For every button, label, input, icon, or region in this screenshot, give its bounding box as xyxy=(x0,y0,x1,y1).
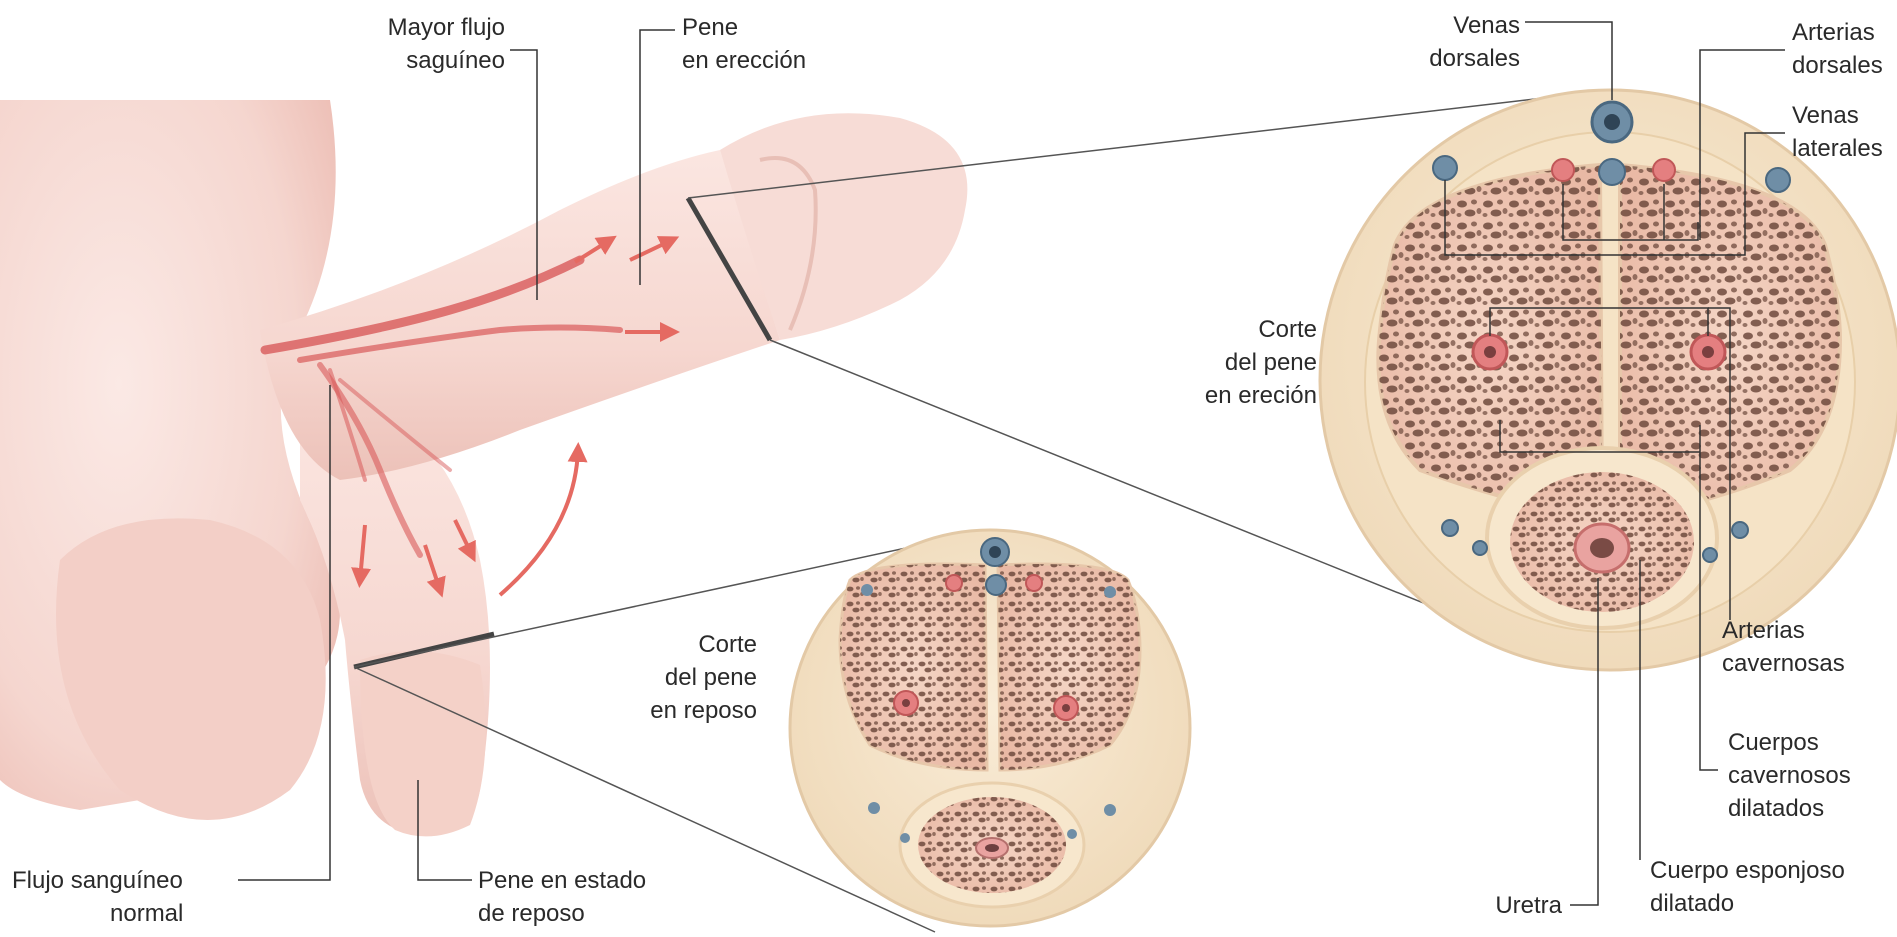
label-arterias-cavernosas-1: Arterias xyxy=(1722,617,1805,644)
label-venas-dorsales-2: dorsales xyxy=(1429,45,1520,72)
label-corte-reposo-2: del pene xyxy=(665,664,757,691)
label-mayor-flujo-2: saguíneo xyxy=(406,47,505,74)
label-cuerpos-cavernosos-3: dilatados xyxy=(1728,795,1824,822)
label-arterias-dorsales-2: dorsales xyxy=(1792,52,1883,79)
erect-penis-shape xyxy=(260,150,780,480)
label-pene-reposo-1: Pene en estado xyxy=(478,867,646,894)
label-corte-erecion-1: Corte xyxy=(1258,316,1317,343)
label-venas-laterales-1: Venas xyxy=(1792,102,1859,129)
label-cuerpo-esponjoso-1: Cuerpo esponjoso xyxy=(1650,857,1845,884)
label-cuerpos-cavernosos-1: Cuerpos xyxy=(1728,729,1819,756)
label-flujo-normal-1: Flujo sanguíneo xyxy=(12,867,183,894)
label-uretra: Uretra xyxy=(1495,892,1562,919)
label-cuerpo-esponjoso-2: dilatado xyxy=(1650,890,1734,917)
label-cuerpos-cavernosos-2: cavernosos xyxy=(1728,762,1851,789)
label-venas-laterales-2: laterales xyxy=(1792,135,1883,162)
label-pene-ereccion-2: en erección xyxy=(682,47,806,74)
label-venas-dorsales-1: Venas xyxy=(1453,12,1520,39)
label-pene-ereccion-1: Pene xyxy=(682,14,738,41)
label-flujo-normal-2: normal xyxy=(110,900,183,927)
label-corte-erecion-2: del pene xyxy=(1225,349,1317,376)
label-pene-reposo-2: de reposo xyxy=(478,900,585,927)
label-mayor-flujo-1: Mayor flujo xyxy=(388,14,505,41)
label-corte-reposo-1: Corte xyxy=(698,631,757,658)
flaccid-cross-section xyxy=(790,530,1190,926)
label-corte-reposo-3: en reposo xyxy=(650,697,757,724)
erect-cross-section xyxy=(1320,90,1897,670)
label-arterias-dorsales-1: Arterias xyxy=(1792,19,1875,46)
label-arterias-cavernosas-2: cavernosas xyxy=(1722,650,1845,677)
label-corte-erecion-3: en ereción xyxy=(1205,382,1317,409)
